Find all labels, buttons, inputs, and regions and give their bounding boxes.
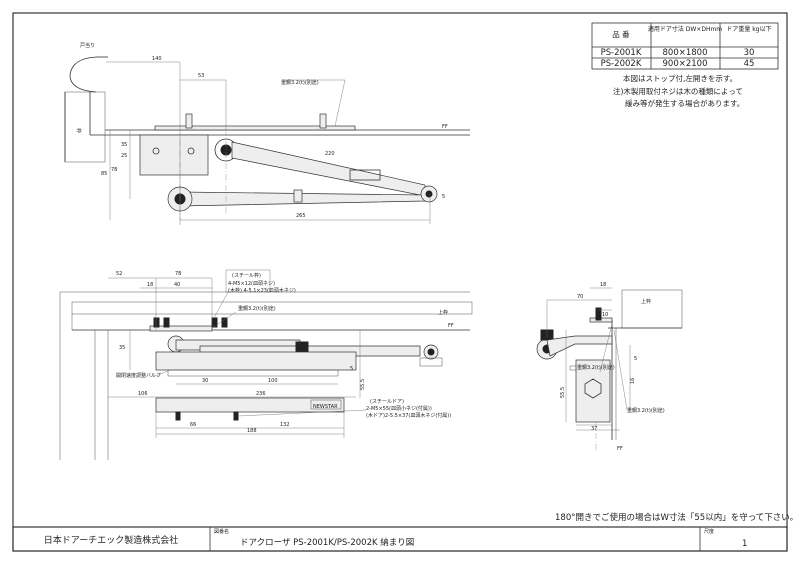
dim-side-70: 70 <box>577 294 583 300</box>
label-screw-door-1: 2-M5×55(皿頭小ネジ(付属)) <box>366 405 432 412</box>
label-nameplate: NEWSTAR <box>313 404 338 410</box>
label-screw-box: (スチール枠) <box>232 272 261 279</box>
label-side-bracket-1: 重鋼3.2(t)(別途) <box>577 364 615 371</box>
side-view: 上枠 FF 18 70 10 55.5 37 16 5 重鋼3.2(t)(別途 <box>536 282 683 452</box>
label-valve: 開閉速度調整バルブ <box>116 372 161 379</box>
spec-row1-model: PS-2001K <box>601 48 642 58</box>
dim-top-140: 140 <box>152 56 162 62</box>
dim-front-55-5: 55.5 <box>360 379 366 390</box>
dim-side-10: 10 <box>602 312 608 318</box>
dim-front-236: 236 <box>256 391 266 397</box>
dim-top-35: 35 <box>121 142 127 148</box>
spec-row1-size: 800×1800 <box>663 48 708 58</box>
label-front-bracket: 重鋼3.2(t)(別途) <box>238 305 276 312</box>
spec-header-model: 品 番 <box>612 29 630 39</box>
dim-front-52: 52 <box>116 271 122 277</box>
label-ff-top: FF <box>442 124 448 130</box>
dim-top-265: 265 <box>296 213 306 219</box>
dim-front-100: 100 <box>268 378 278 384</box>
spec-row2-size: 900×2100 <box>663 59 708 69</box>
dim-side-16: 16 <box>630 378 636 384</box>
spec-row1-weight: 30 <box>744 48 755 58</box>
dim-top-53: 53 <box>198 73 204 79</box>
title-block: 日本ドアーチエック製造株式会社 図番名 ドアクローザ PS-2001K/PS-2… <box>12 526 788 552</box>
label-bracket-top: 重鋼3.2(t)(別途) <box>281 79 319 86</box>
sheet-label: 尺度 <box>704 528 714 535</box>
dim-front-5: 5 <box>350 366 353 372</box>
dim-front-78: 78 <box>175 271 181 277</box>
dim-front-66: 66 <box>190 422 196 428</box>
label-door-stop: 戸当り <box>80 42 95 49</box>
label-front-top-frame: 上枠 <box>438 309 448 316</box>
note-line-1: 本図はストップ付,左開きを示す。 <box>623 73 737 83</box>
dim-top-220: 220 <box>325 151 335 157</box>
dim-front-132: 132 <box>280 422 290 428</box>
spec-table: 品 番 適用ドア寸法 DW×DHmm ドア重量 kg以下 PS-2001K 80… <box>591 22 779 70</box>
label-screw-door-2: (木ドア)2-5.5×37(皿頭木ネジ(付属)) <box>366 412 451 419</box>
bottom-note: 180°開きでご使用の場合はW寸法「55以内」を守って下さい。 <box>555 512 798 523</box>
sheet-value: 1 <box>742 539 747 549</box>
dim-top-5: 5 <box>442 194 445 200</box>
drawing-name-label: 図番名 <box>214 528 229 535</box>
dim-side-18: 18 <box>600 282 606 288</box>
dim-top-85: 85 <box>101 171 107 177</box>
dim-front-188: 188 <box>247 428 257 434</box>
dim-front-18: 18 <box>147 282 153 288</box>
dim-front-30: 30 <box>202 378 208 384</box>
label-side-top-frame: 上枠 <box>641 298 651 305</box>
note-line-2: 注)木製用取付ネジは木の種類によって <box>613 86 743 96</box>
dim-front-40: 40 <box>174 282 180 288</box>
label-side-bracket-2: 重鋼3.2(t)(別途) <box>627 407 665 414</box>
top-view: 戸当り 枠 FF 重鋼3.2(t)(別途) <box>64 42 470 225</box>
dim-side-5: 5 <box>634 356 637 362</box>
dim-side-55-5: 55.5 <box>560 387 566 398</box>
spec-header-door-weight: ドア重量 kg以下 <box>726 25 771 33</box>
dim-top-25: 25 <box>121 153 127 159</box>
dim-top-78: 78 <box>111 167 117 173</box>
note-line-3: 緩み等が発生する場合があります。 <box>625 98 744 108</box>
label-screw-1: 4-M5×12(皿頭ネジ) <box>228 281 275 287</box>
label-front-ff: FF <box>448 323 454 329</box>
label-screw-door-0: (スチールドア) <box>370 399 404 405</box>
spec-row2-weight: 45 <box>744 59 755 69</box>
label-side-ff: FF <box>617 446 623 452</box>
label-screw-2: (木枠) 4-5.1×23(皿頭木ネジ) <box>228 287 296 294</box>
drawing-title: ドアクローザ PS-2001K/PS-2002K 納まり図 <box>240 537 414 548</box>
label-frame: 枠 <box>75 128 82 133</box>
dim-front-35: 35 <box>119 345 125 351</box>
spec-row2-model: PS-2002K <box>601 59 642 69</box>
front-view: 上枠 FF NEWSTAR (スチール枠) 4-M5×12(皿頭ネジ) (木枠)… <box>59 269 473 460</box>
dim-front-106: 106 <box>138 391 148 397</box>
company-name: 日本ドアーチエック製造株式会社 <box>44 534 178 546</box>
spec-header-door-size: 適用ドア寸法 DW×DHmm <box>648 25 722 33</box>
dim-side-37: 37 <box>591 426 597 432</box>
